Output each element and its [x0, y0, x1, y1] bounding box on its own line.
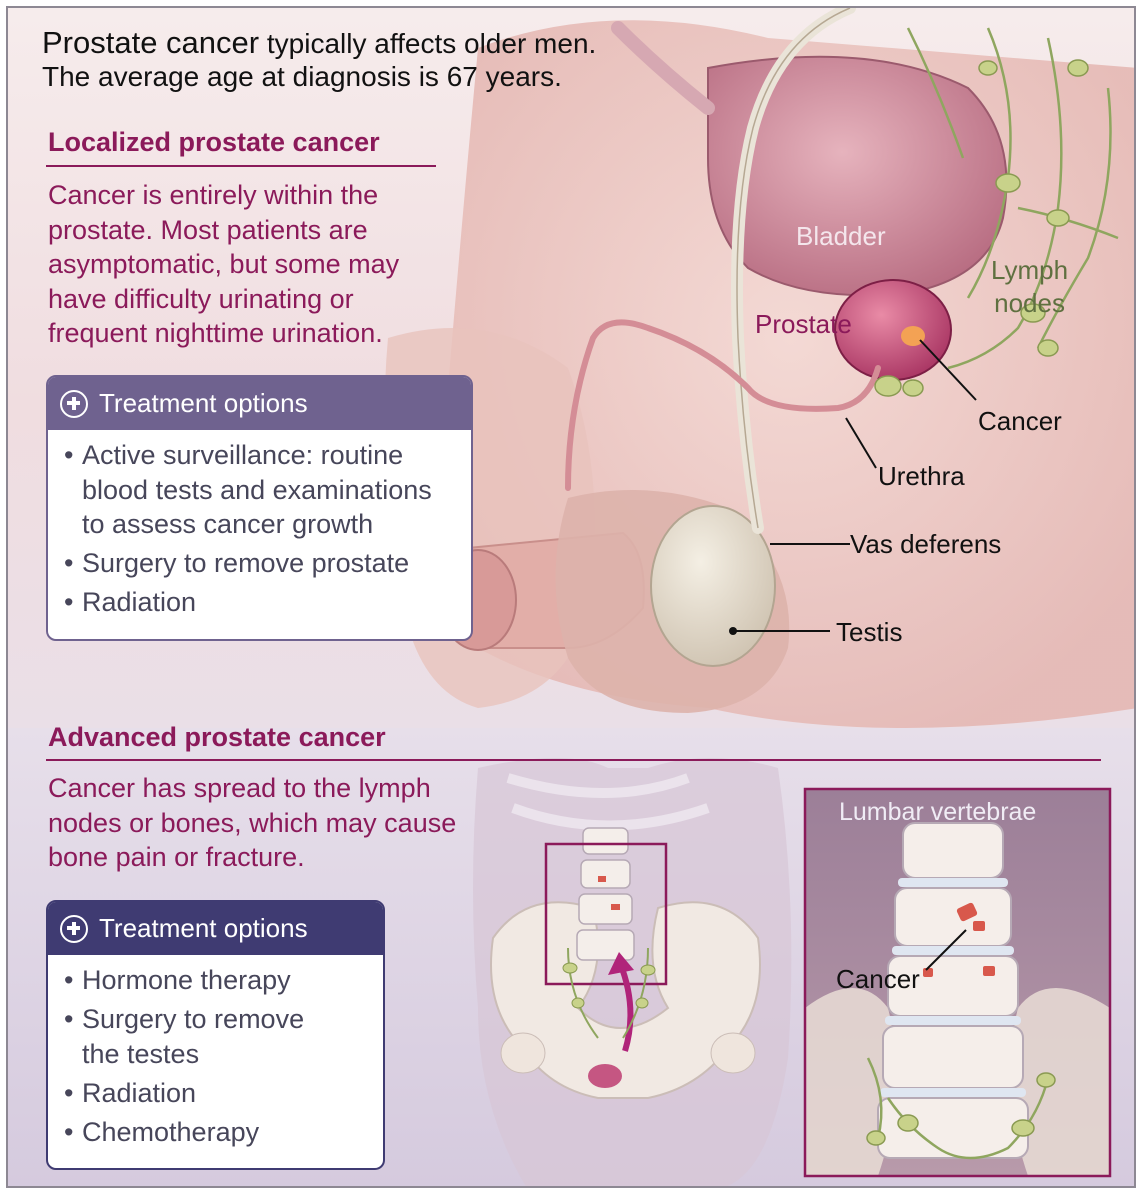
- label-inset-cancer: Cancer: [836, 964, 920, 994]
- small-spine-cancer: [598, 876, 620, 910]
- label-testis: Testis: [836, 617, 903, 647]
- localized-title: Localized prostate cancer: [48, 127, 380, 157]
- inset-cancer-leader: [925, 929, 967, 971]
- testis-leader-dot: [729, 627, 737, 635]
- label-bladder: Bladder: [796, 221, 886, 251]
- localized-treatment-header: Treatment options: [48, 377, 471, 430]
- testis-shape: [650, 505, 776, 667]
- bottom-lymph-network: [567, 947, 649, 1039]
- ribcage-shape: [506, 773, 710, 831]
- vas-deferens-outline: [736, 8, 851, 529]
- small-bladder-shape: [588, 1064, 622, 1088]
- prostate-cancer-spot: [901, 326, 925, 346]
- advanced-treatment-title: Treatment options: [99, 913, 308, 943]
- treatment-item-line: Surgery to remove prostate: [82, 548, 410, 578]
- treatment-item: Surgery to remove the testes: [64, 1002, 383, 1071]
- headline: Prostate cancer typically affects older …: [42, 26, 596, 93]
- treatment-item: Active surveillance: routine blood tests …: [64, 438, 471, 542]
- spread-arrow-head: [608, 952, 634, 975]
- advanced-treatment-header: Treatment options: [48, 902, 383, 955]
- lumbar-inset-border: [803, 787, 1112, 1178]
- inset-cancer-spots: [923, 902, 995, 977]
- localized-description-line: asymptomatic, but some may: [48, 249, 400, 279]
- treatment-item-line: Surgery to remove: [82, 1004, 305, 1034]
- advanced-title: Advanced prostate cancer: [48, 722, 386, 752]
- localized-description-line: prostate. Most patients are: [48, 214, 368, 245]
- infographic-frame: Prostate cancer typically affects older …: [6, 6, 1136, 1188]
- leader-lines: [733, 339, 977, 632]
- treatment-item: Radiation: [64, 585, 471, 620]
- advanced-description-line: nodes or bones, which may cause: [48, 807, 457, 838]
- femur-head-left: [500, 1032, 546, 1074]
- inset-lymph-nodes: [866, 1072, 1056, 1146]
- prostate-shape: [834, 279, 952, 381]
- treatment-item-line: Active surveillance: routine: [82, 440, 404, 470]
- pelvis-shape: [490, 901, 761, 1099]
- bottom-lymph-nodes: [562, 962, 656, 1009]
- spine-highlight-box: [544, 842, 668, 986]
- label-cancer: Cancer: [978, 406, 1062, 436]
- label-lumbar-vertebrae: Lumbar vertebrae: [839, 798, 1037, 826]
- label-vas-deferens: Vas deferens: [850, 529, 1002, 559]
- label-lymph-nodes: Lymph nodes: [991, 254, 1068, 320]
- localized-description: Cancer is entirely within the prostate. M…: [48, 178, 399, 351]
- treatment-item-line: Chemotherapy: [82, 1116, 260, 1147]
- treatment-item-line: blood tests and examinations: [82, 474, 432, 505]
- headline-lead: Prostate cancer: [42, 25, 260, 60]
- ureter-left: [611, 21, 715, 115]
- lymph-nodes: [874, 59, 1089, 397]
- headline-rest: typically affects older men.: [259, 28, 597, 59]
- advanced-title-rule: [46, 759, 1101, 761]
- inset-discs: [880, 878, 1026, 1097]
- femur-head-right: [710, 1032, 756, 1074]
- advanced-treatment-box: Treatment options Hormone therapySurgery…: [46, 900, 385, 1170]
- advanced-description: Cancer has spread to the lymph nodes or b…: [48, 771, 456, 875]
- localized-treatment-list: Active surveillance: routine blood tests …: [48, 430, 471, 620]
- label-lymph-line2: nodes: [994, 288, 1065, 318]
- bladder-shape: [707, 55, 1008, 297]
- plus-icon: [60, 914, 88, 943]
- localized-title-rule: [46, 165, 436, 167]
- treatment-item-line: to assess cancer growth: [82, 509, 374, 539]
- advanced-treatment-list: Hormone therapySurgery to remove the test…: [48, 955, 383, 1149]
- localized-description-line: have difficulty urinating or: [48, 283, 354, 314]
- small-spine: [576, 827, 635, 961]
- localized-description-line: frequent nighttime urination.: [48, 318, 383, 348]
- label-urethra: Urethra: [878, 461, 965, 491]
- treatment-item-line: Hormone therapy: [82, 965, 291, 995]
- treatment-item-line: Radiation: [82, 1077, 197, 1108]
- advanced-description-line: bone pain or fracture.: [48, 842, 305, 872]
- treatment-item: Chemotherapy: [64, 1115, 383, 1150]
- localized-description-line: Cancer is entirely within the: [48, 180, 379, 210]
- treatment-item: Hormone therapy: [64, 963, 383, 998]
- label-prostate: Prostate: [755, 309, 852, 339]
- headline-line2: The average age at diagnosis is 67 years…: [42, 61, 562, 92]
- treatment-item: Radiation: [64, 1076, 383, 1111]
- advanced-description-line: Cancer has spread to the lymph: [48, 773, 431, 803]
- plus-icon: [60, 389, 88, 418]
- localized-treatment-box: Treatment options Active surveillance: r…: [46, 375, 473, 641]
- label-lymph-line1: Lymph: [991, 255, 1069, 285]
- treatment-item-line: Radiation: [82, 587, 197, 617]
- treatment-item-line: the testes: [82, 1038, 200, 1069]
- treatment-item: Surgery to remove prostate: [64, 546, 471, 581]
- urethra-shape: [565, 319, 881, 491]
- localized-treatment-title: Treatment options: [99, 388, 308, 418]
